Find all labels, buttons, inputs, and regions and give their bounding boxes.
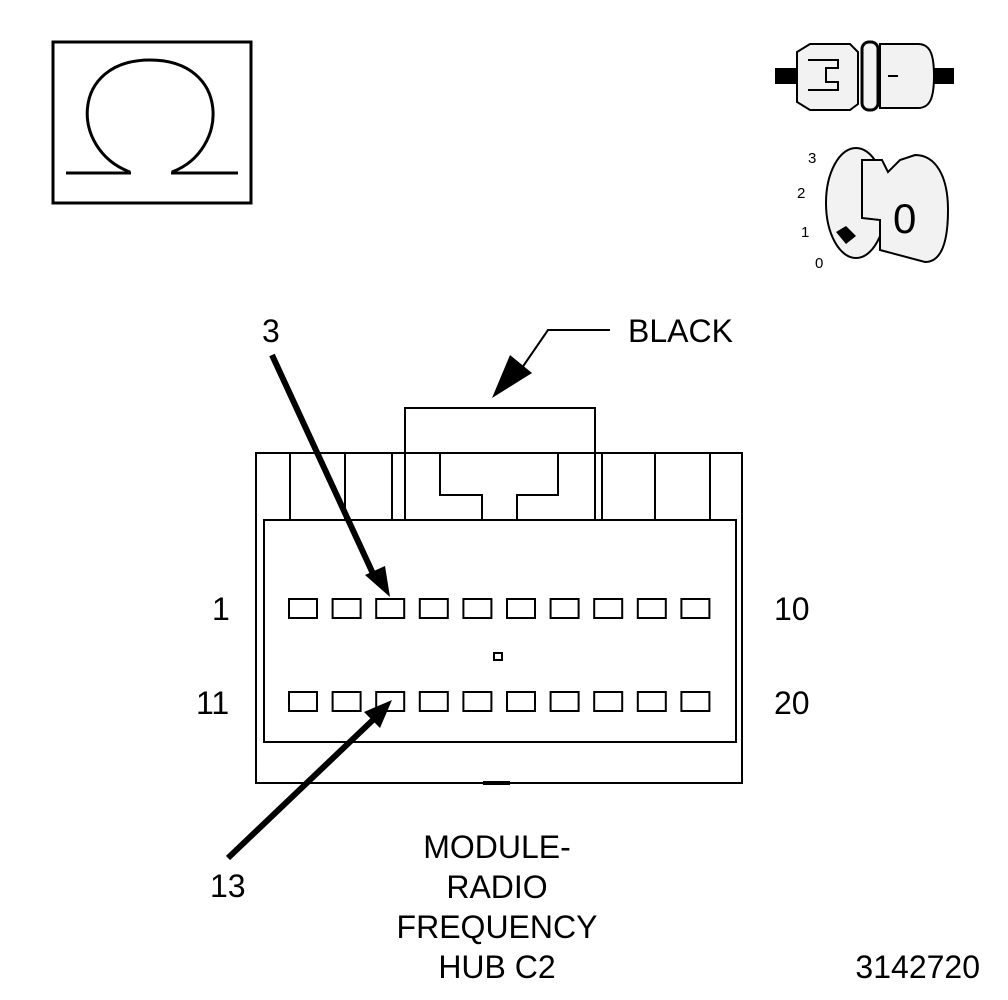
ignition-position-3: 3	[808, 150, 816, 167]
connector-color-label: BLACK	[628, 313, 733, 349]
pin-cavity-6	[506, 598, 536, 619]
pin-row-1	[288, 598, 711, 619]
color-callout: BLACK	[492, 313, 733, 398]
ignition-key-off-icon: 3 2 1 0 0	[797, 147, 950, 272]
pin-callout-bottom-label: 13	[210, 868, 246, 904]
pin-cavity-12	[331, 691, 362, 712]
pin-cavity-10	[680, 598, 711, 619]
pin-cavity-2	[331, 598, 362, 619]
connector-disconnect-icon	[775, 40, 954, 112]
row1-start-label: 1	[212, 591, 230, 627]
pin-cavity-11	[288, 691, 318, 712]
caption-line-4: HUB C2	[438, 949, 555, 985]
caption-line-2: RADIO	[446, 869, 547, 905]
ignition-position-1: 1	[801, 224, 809, 241]
pin-cavity-4	[418, 598, 449, 619]
caption-line-3: FREQUENCY	[397, 909, 598, 945]
ohmmeter-icon	[51, 40, 253, 205]
connector-caption: MODULE- RADIO FREQUENCY HUB C2	[397, 829, 598, 985]
pin-13-callout: 13	[210, 700, 392, 904]
pin-cavity-18	[593, 691, 624, 712]
pin-cavity-7	[549, 598, 580, 619]
row1-end-label: 10	[774, 591, 810, 627]
caption-line-1: MODULE-	[423, 829, 571, 865]
connector-body	[255, 407, 743, 785]
pin-cavity-16	[506, 691, 536, 712]
pin-cavity-5	[462, 598, 493, 619]
figure-number: 3142720	[855, 949, 980, 985]
pin-cavity-19	[636, 691, 667, 712]
pin-3-callout: 3	[262, 313, 390, 597]
pin-cavity-3	[375, 598, 406, 619]
pin-row-2	[288, 691, 711, 712]
row2-end-label: 20	[774, 685, 810, 721]
ignition-key-label: 0	[893, 195, 916, 242]
row2-start-label: 11	[196, 685, 229, 721]
pin-cavity-17	[549, 691, 580, 712]
pin-cavity-20	[680, 691, 711, 712]
ignition-position-0: 0	[815, 255, 823, 272]
pin-callout-top-label: 3	[262, 313, 280, 349]
pin-cavity-9	[636, 598, 667, 619]
pin-cavity-14	[418, 691, 449, 712]
pin-cavity-8	[593, 598, 624, 619]
ignition-position-2: 2	[797, 185, 805, 202]
pin-cavity-15	[462, 691, 493, 712]
pin-cavity-1	[288, 598, 318, 619]
